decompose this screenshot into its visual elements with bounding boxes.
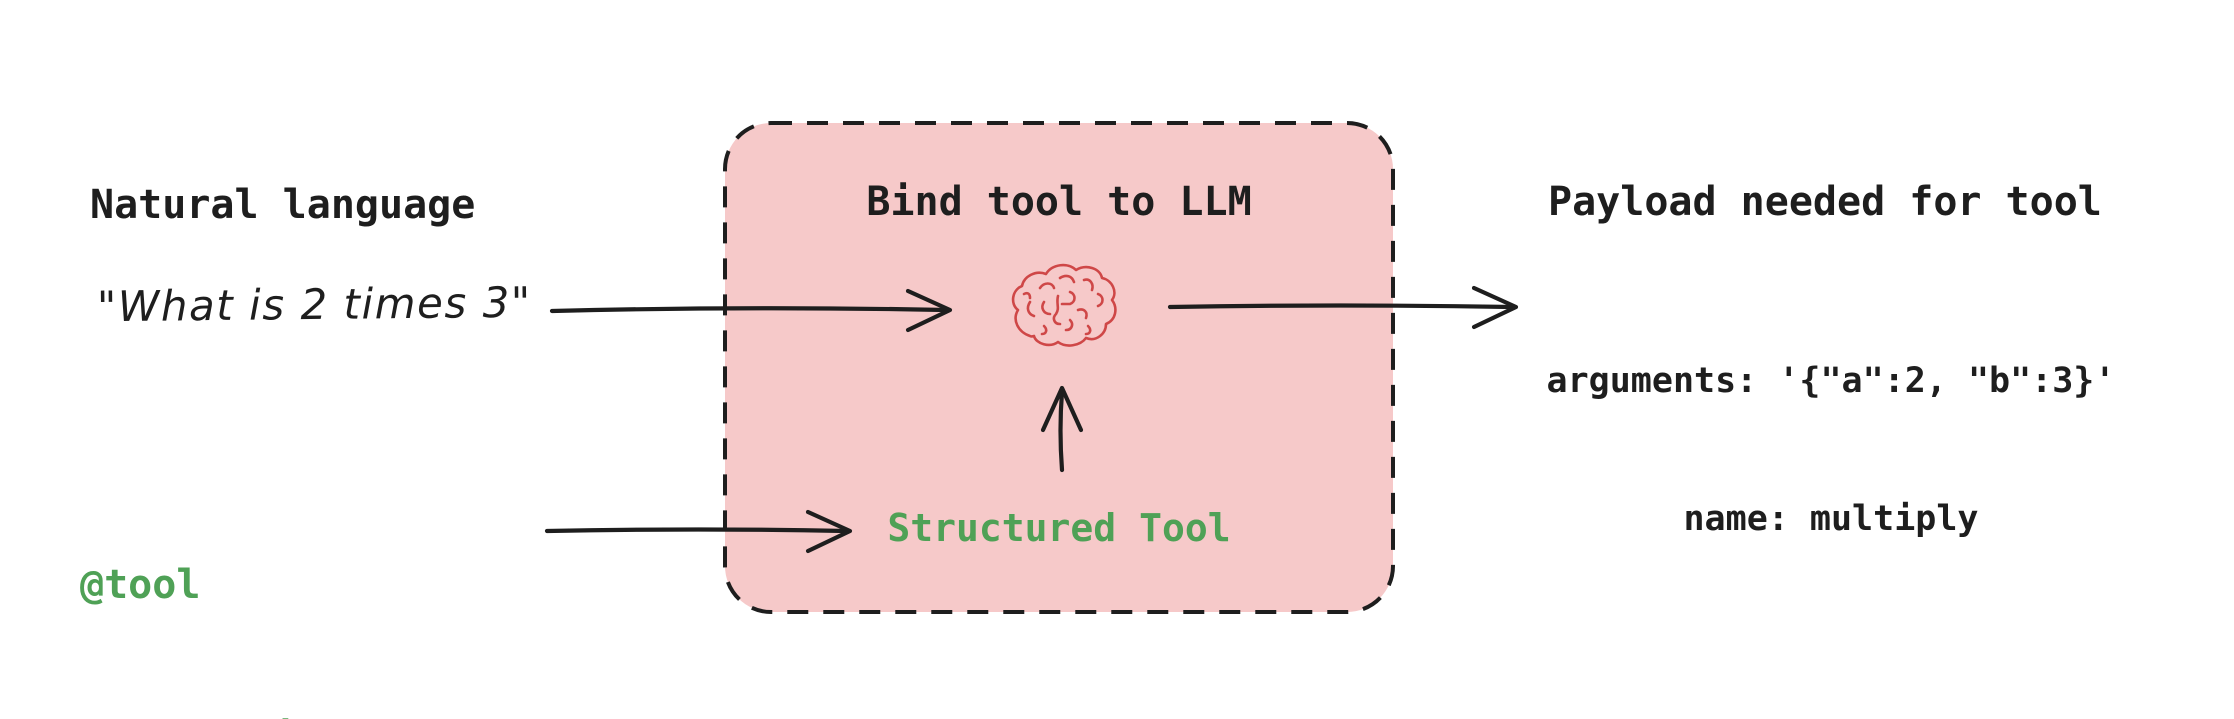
arrow-structured-tool-to-llm <box>1040 385 1084 473</box>
tool-code-block: @tool def multiply(a,b): return a*b <box>80 458 513 719</box>
natural-language-heading: Natural language <box>90 182 476 228</box>
payload-arguments-line: arguments: '{"a":2, "b":3}' <box>1546 361 2116 401</box>
code-line-def: def multiply(a,b): <box>80 713 513 719</box>
brain-icon <box>1011 263 1117 347</box>
structured-tool-label: Structured Tool <box>887 506 1231 550</box>
payload-name-line: name: multiply <box>1683 499 1979 539</box>
bind-tool-box <box>723 121 1395 614</box>
arrow-code-to-structured-tool <box>544 509 853 554</box>
bind-tool-box-title: Bind tool to LLM <box>866 179 1252 225</box>
arrow-llm-to-payload <box>1167 285 1519 330</box>
payload-heading: Payload needed for tool <box>1548 179 2102 225</box>
arrow-natural-language-to-llm <box>549 288 953 333</box>
code-line-decorator: @tool <box>80 562 201 608</box>
natural-language-quote: "What is 2 times 3" <box>96 277 532 332</box>
payload-text-block: arguments: '{"a":2, "b":3}' name: multip… <box>1545 266 2117 634</box>
